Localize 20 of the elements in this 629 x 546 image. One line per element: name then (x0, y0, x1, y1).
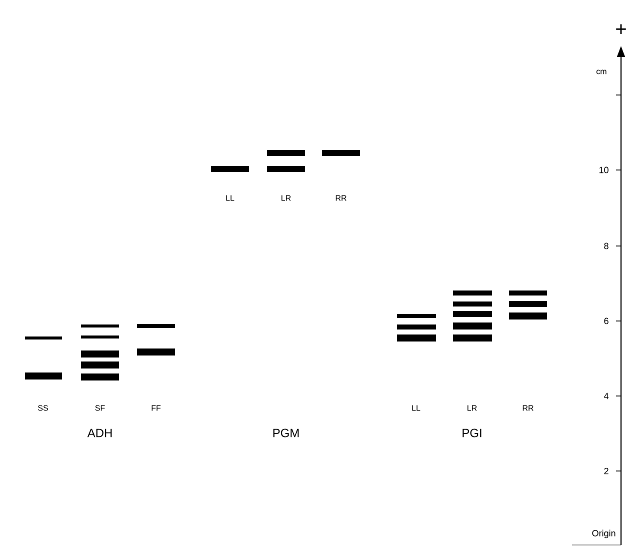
tick-label: 4 (604, 392, 609, 400)
lane-label: SF (95, 405, 105, 411)
enzyme-label: PGM (273, 428, 299, 438)
lane-label: FF (152, 405, 161, 411)
lane-label: LR (282, 195, 291, 201)
tick-label: 8 (604, 242, 608, 250)
axis-unit: cm (596, 70, 606, 74)
origin-label: Origin (592, 530, 616, 538)
tick-label: 2 (604, 468, 608, 474)
lane-label: SS (38, 405, 48, 411)
tick-label: 10 (599, 166, 608, 174)
lane-label: RR (522, 405, 534, 411)
lane-label: RR (336, 195, 346, 201)
enzyme-label: PGI (462, 428, 482, 438)
polarity-sign: + (616, 24, 626, 34)
enzyme-label: ADH (87, 428, 112, 438)
tick-label: 6 (604, 318, 608, 324)
lane-label: LR (468, 405, 477, 411)
lane-label: LL (226, 195, 234, 201)
lane-label: LL (412, 405, 420, 411)
